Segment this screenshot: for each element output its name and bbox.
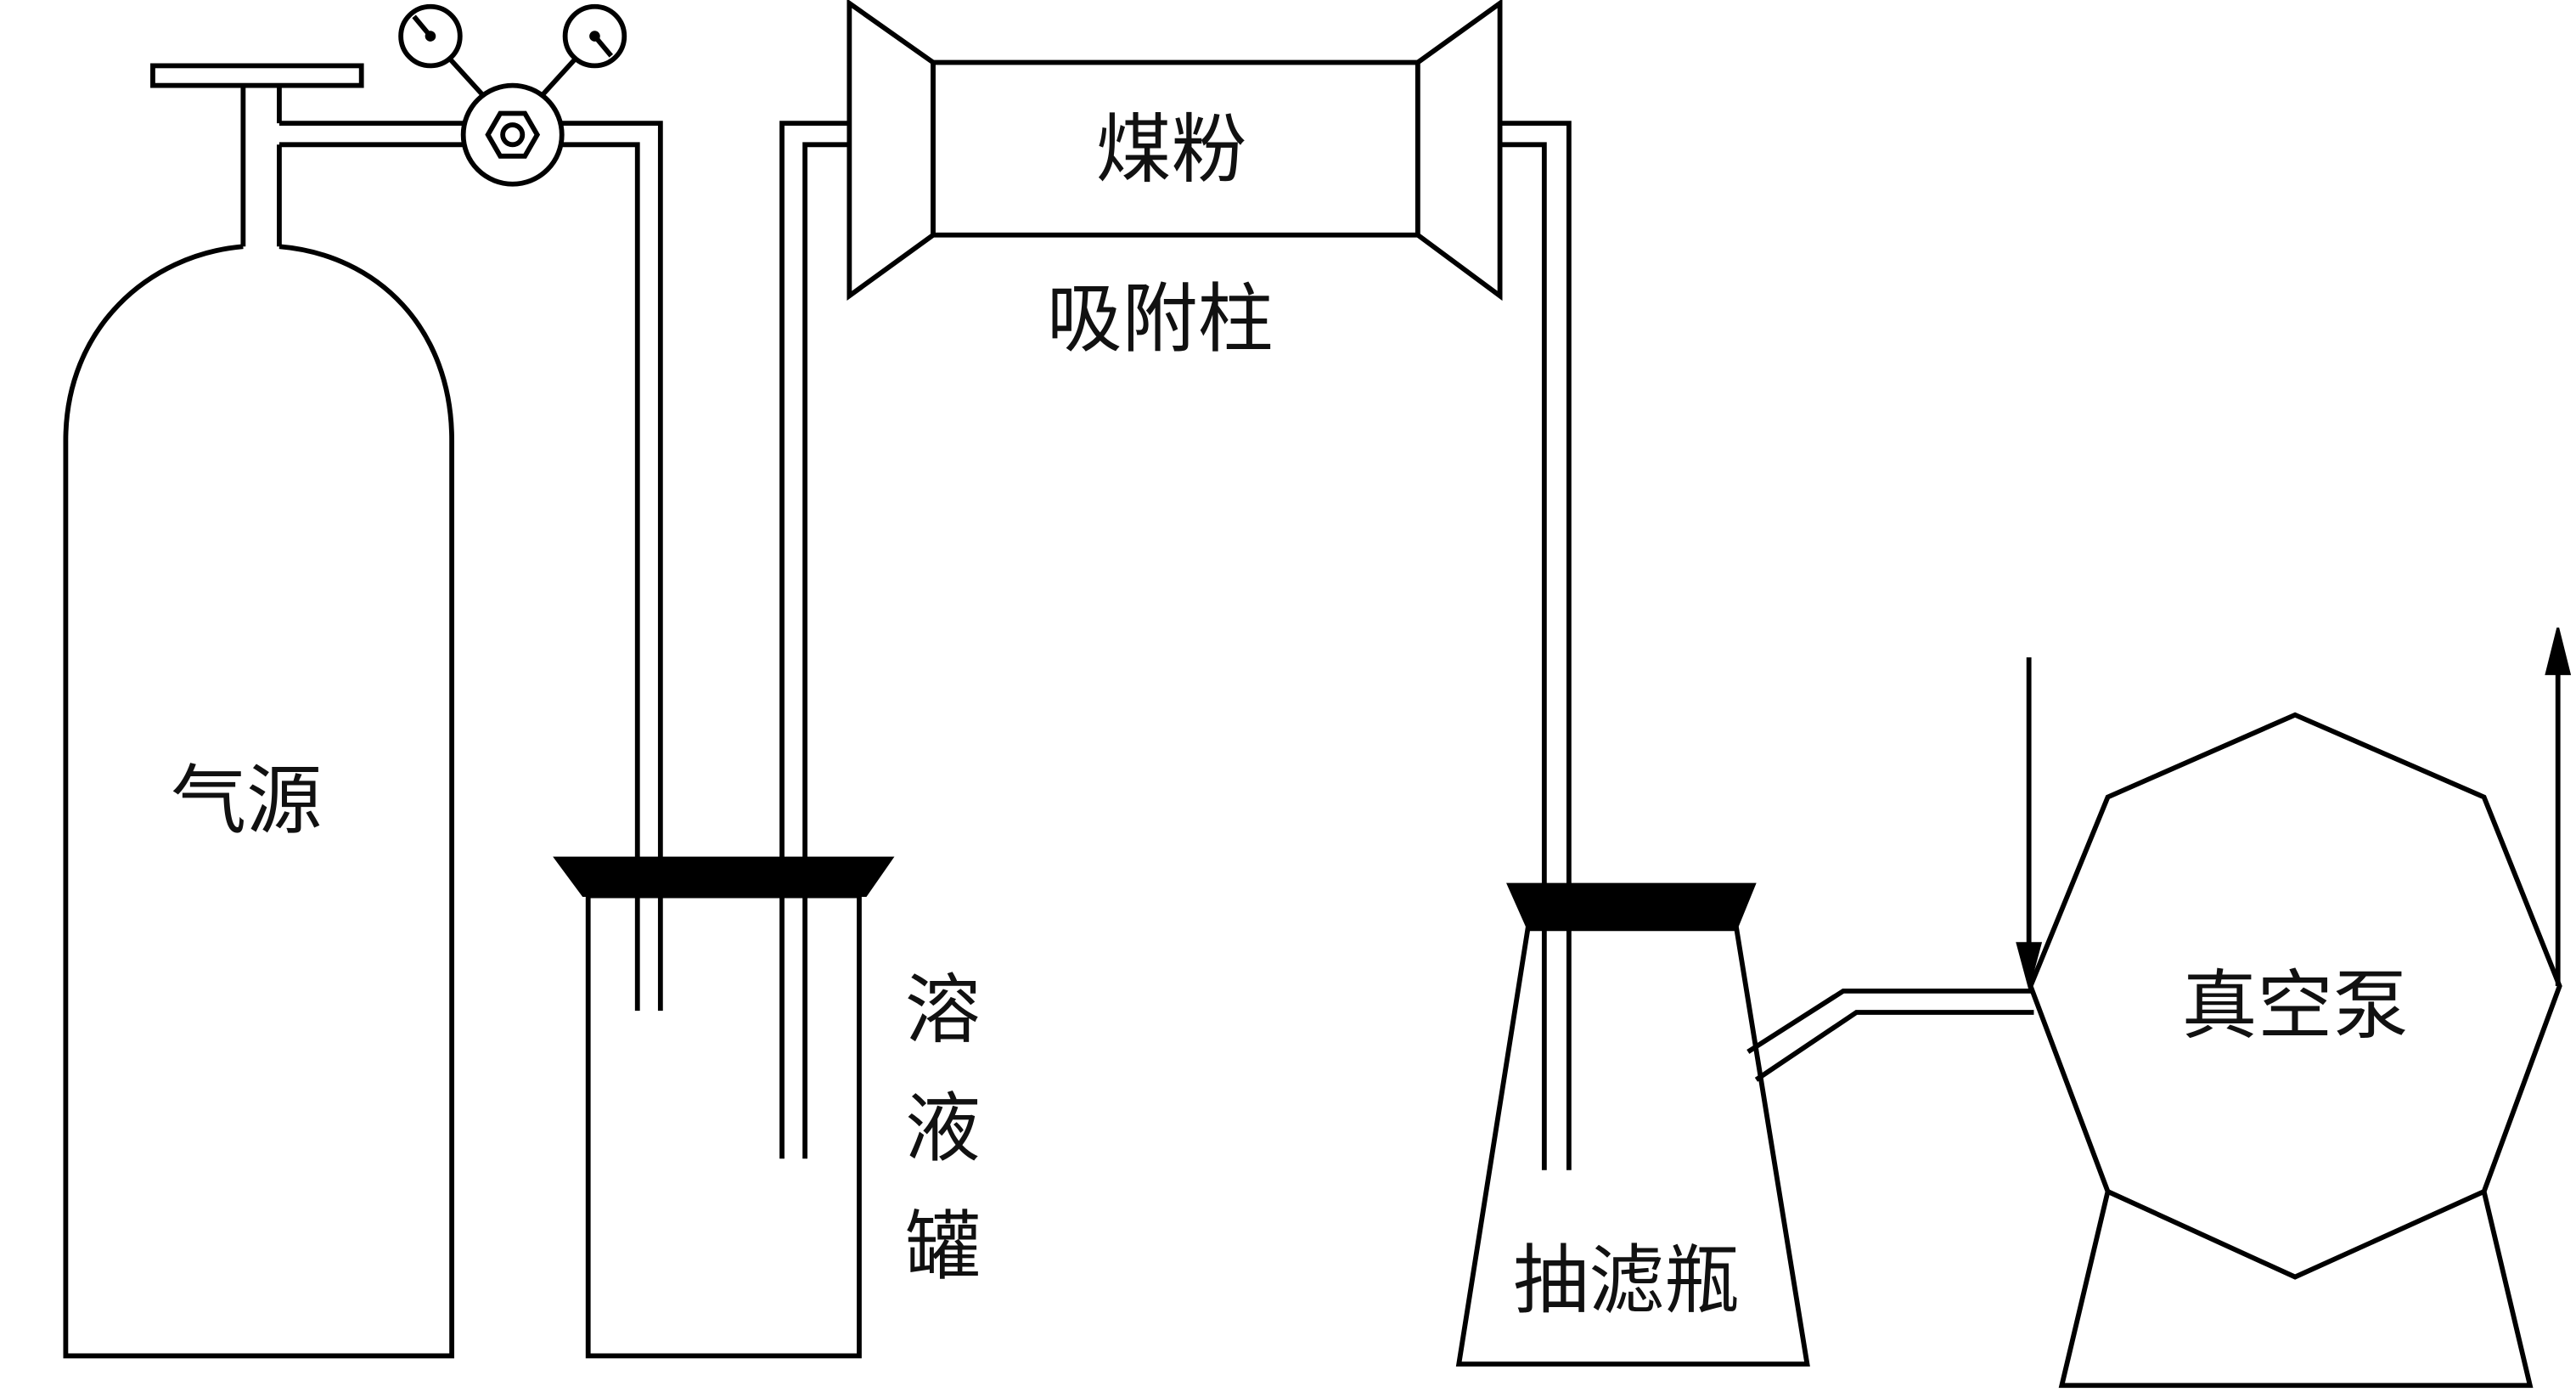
adsorption-column-label: 吸附柱 (1047, 274, 1274, 363)
tank-body (585, 893, 862, 1359)
regulator-center (500, 122, 526, 148)
vacuum-pump: 真空泵 (2016, 627, 2572, 1389)
solution-tank-label: 溶液罐 (892, 970, 981, 1325)
pipe-regulator-to-tank (561, 121, 663, 1012)
column-left-flange (846, 0, 936, 302)
inlet-arrow-down-icon (2016, 657, 2043, 991)
pipe-column-to-flask (1499, 121, 1572, 1170)
adsorption-column: 煤粉 吸附柱 (846, 0, 1503, 363)
tank-stopper (553, 856, 895, 898)
flask-stopper (1506, 882, 1757, 930)
filter-flask-label: 抽滤瓶 (1513, 1236, 1740, 1324)
coal-powder-label: 煤粉 (1096, 105, 1247, 194)
filter-flask: 抽滤瓶 (1455, 882, 1810, 1367)
pump-body (2028, 712, 2562, 1280)
gauge-right-stem (540, 57, 577, 98)
pipe-cylinder-to-regulator (278, 121, 465, 148)
cylinder-valve-handle (150, 63, 364, 88)
gauge-left-stem (448, 57, 486, 98)
pressure-regulator (398, 3, 627, 187)
gas-cylinder: 气源 (63, 63, 455, 1359)
solution-tank: 溶液罐 (553, 856, 981, 1359)
column-body (931, 59, 1420, 238)
pressure-gauge-left-icon (398, 3, 463, 69)
pressure-gauge-right-icon (562, 3, 627, 69)
column-right-flange (1415, 0, 1503, 302)
cylinder-body (63, 244, 455, 1359)
pipe-tank-to-column (779, 121, 850, 1159)
pipe-flask-to-pump (1746, 988, 2034, 1082)
vacuum-pump-label: 真空泵 (2182, 961, 2409, 1050)
outlet-arrow-up-icon (2545, 627, 2572, 987)
gas-source-label: 气源 (171, 756, 322, 844)
